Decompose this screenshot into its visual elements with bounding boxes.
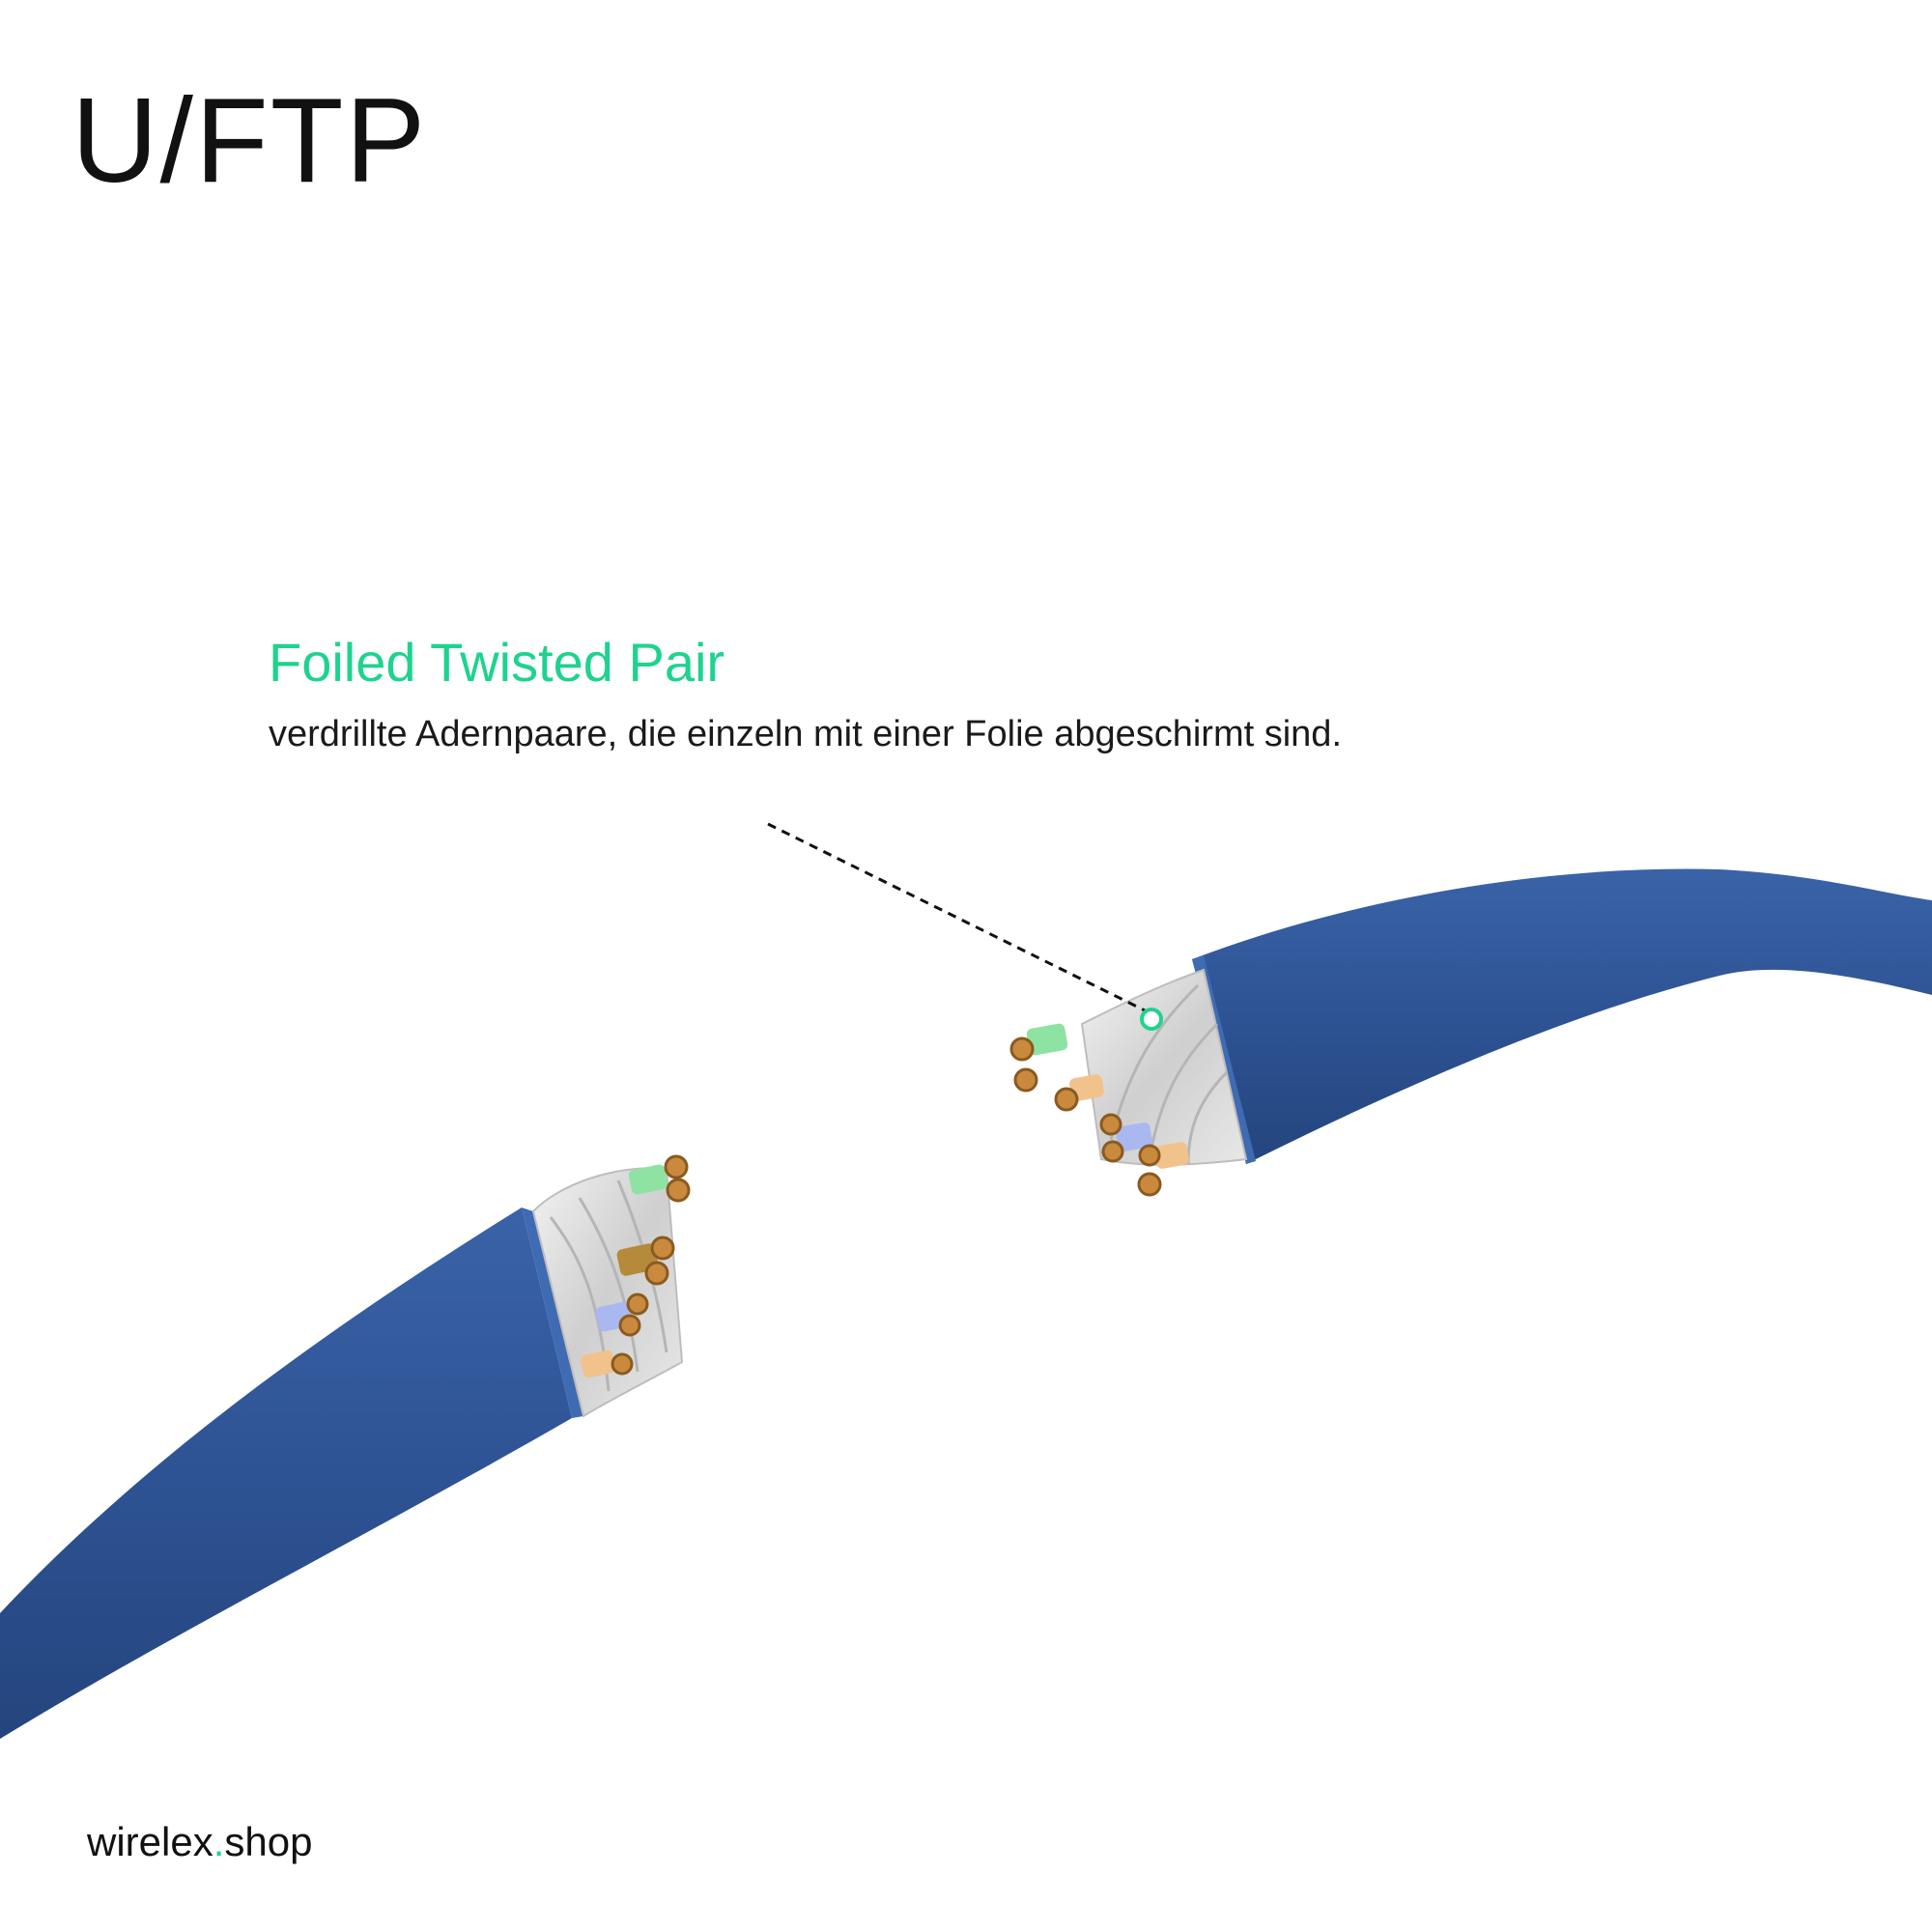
conductor <box>626 1293 649 1316</box>
conductor <box>650 1236 675 1261</box>
cable-left-conductors <box>580 1154 691 1378</box>
callout-heading: Foiled Twisted Pair <box>269 632 725 693</box>
cable-left <box>0 1154 691 1739</box>
conductor <box>1013 1067 1038 1093</box>
cable-right-jacket <box>1192 868 1932 1164</box>
conductor <box>666 1178 691 1203</box>
conductor <box>1101 1140 1124 1163</box>
cable-right-foil-bundle <box>1080 968 1248 1166</box>
conductor <box>1137 1172 1162 1197</box>
conductor <box>611 1352 634 1376</box>
conductor <box>664 1154 689 1179</box>
brand-name: wirelex <box>87 1819 213 1864</box>
callout: Foiled Twisted Pair verdrillte Adernpaar… <box>269 636 1342 755</box>
brand-tld: shop <box>224 1819 313 1864</box>
conductor <box>1099 1113 1122 1136</box>
page-title: U/FTP <box>71 74 428 208</box>
cable-right <box>1009 868 1932 1197</box>
cable-left-jacket-cut <box>522 1208 583 1418</box>
callout-description: verdrillte Adernpaare, die einzeln mit e… <box>269 714 1342 754</box>
conductor <box>1138 1144 1161 1167</box>
callout-leader-line <box>767 822 1146 1012</box>
brand-dot: . <box>213 1819 225 1864</box>
conductor <box>644 1261 669 1286</box>
conductor <box>1054 1087 1079 1112</box>
cable-right-conductors <box>1009 1023 1189 1197</box>
conductor <box>1009 1037 1035 1062</box>
cable-left-jacket <box>0 1208 572 1739</box>
brand-logo: wirelex.shop <box>87 1822 312 1862</box>
ring-marker-icon <box>1140 1008 1163 1031</box>
conductor <box>618 1314 641 1337</box>
